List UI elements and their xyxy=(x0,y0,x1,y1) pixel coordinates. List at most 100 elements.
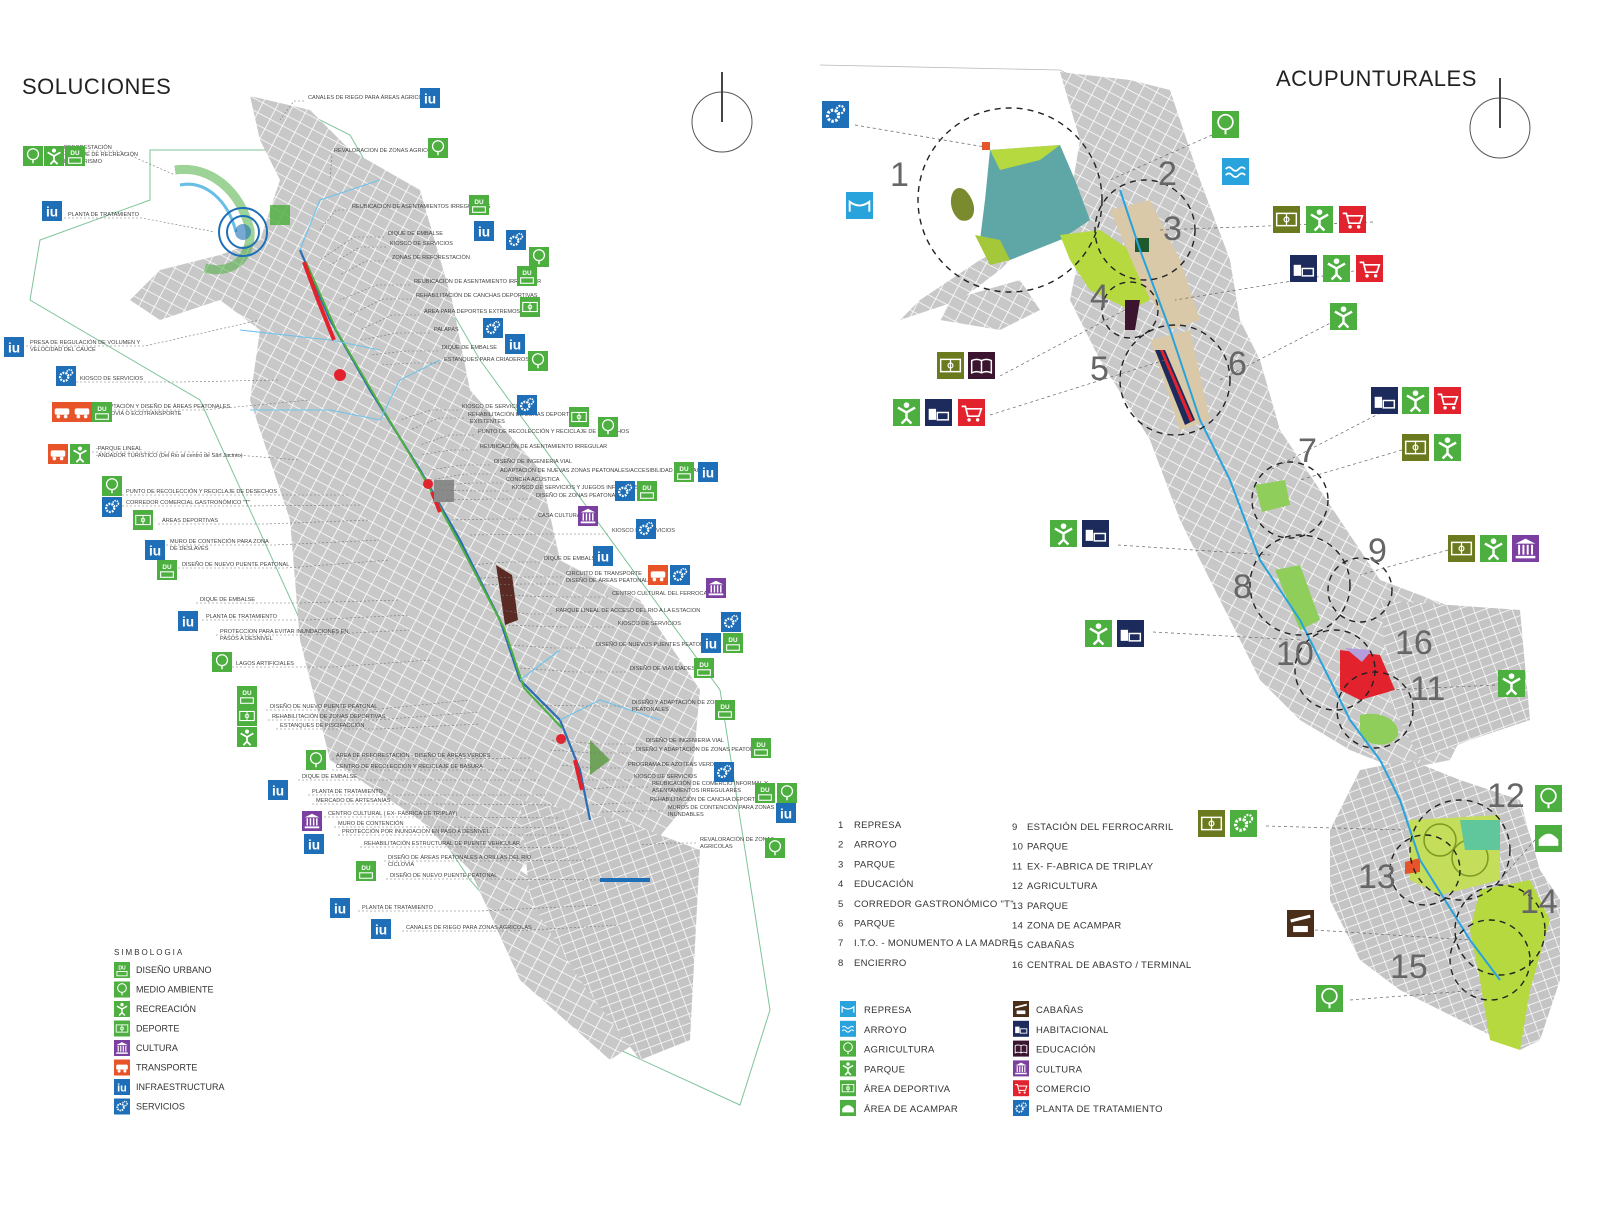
svg-text:iu: iu xyxy=(334,901,346,916)
left-field-icon-11 xyxy=(520,297,540,317)
svg-text:iu: iu xyxy=(375,922,387,937)
left-iu-icon-56: iu xyxy=(776,803,796,823)
right-legend-label-r-0: CABAÑAS xyxy=(1036,1005,1084,1016)
right-culture-parcel xyxy=(1345,648,1372,662)
list-number-15: 15 xyxy=(1012,940,1023,951)
left-annotation-46: PARQUE LINEAL DE ACCESO DEL RIO A LA EST… xyxy=(556,608,700,614)
left-du-icon-3: DU xyxy=(65,146,85,166)
left-gear-icon-8 xyxy=(506,230,526,250)
svg-text:DU: DU xyxy=(728,637,738,644)
left-iu-icon-13: iu xyxy=(505,334,525,354)
right-cart-icon-15 xyxy=(958,399,985,426)
right-legend-label-r-1: HABITACIONAL xyxy=(1036,1025,1109,1036)
list-label-6: PARQUE xyxy=(854,919,895,930)
left-annotation-83: CANALES DE RIEGO PARA ZONAS AGRICOLAS xyxy=(406,925,532,931)
left-annotation-42: CIRCUITO DE TRANSPORTE xyxy=(566,571,642,577)
left-annotation-65: KIOSCO DE SERVICIOS xyxy=(634,774,697,780)
left-annotation-2: -BOSQUE DE RECREACIÓN xyxy=(64,151,138,158)
svg-text:iu: iu xyxy=(478,224,490,239)
svg-text:iu: iu xyxy=(182,614,194,629)
right-legend-icon-r-2 xyxy=(1013,1040,1029,1057)
left-annotation-57: DISEÑO Y ADAPTACIÓN DE ZONAS xyxy=(632,699,726,706)
right-zone-number-4: 4 xyxy=(1090,278,1109,316)
right-recreation-icon-20 xyxy=(1434,434,1461,461)
svg-text:DU: DU xyxy=(70,150,80,157)
left-annotation-67: ASENTAMIENTOS IRREGULARES xyxy=(652,788,741,794)
left-iu-icon-34: iu xyxy=(145,540,165,560)
left-gear-icon-30 xyxy=(102,497,122,517)
left-annotation-29: ADAPTACIÓN DE NUEVAS ZONAS PEATONALES/AC… xyxy=(500,467,707,474)
left-annotation-52: LAGOS ARTIFICIALES xyxy=(236,661,294,667)
left-annotation-30: CONCHA ACÚSTICA xyxy=(506,476,560,483)
left-annotation-31: KIOSCO DE SERVICIOS Y JUEGOS INFANTILES xyxy=(512,485,638,491)
left-iu-icon-55: iu xyxy=(268,780,288,800)
left-iu-icon-5: iu xyxy=(42,201,62,221)
left-du-icon-50: DU xyxy=(751,738,771,758)
right-recreation-icon-8 xyxy=(1323,255,1350,282)
left-culture-icon-39 xyxy=(706,578,726,598)
right-recreation-icon-17 xyxy=(1402,387,1429,414)
left-transport-icon-23 xyxy=(48,444,68,464)
left-du-icon-53: DU xyxy=(755,783,775,803)
left-du-icon-29: DU xyxy=(637,481,657,501)
left-legend-label-6: INFRAESTRUCTURA xyxy=(136,1082,225,1092)
left-red-point-3 xyxy=(556,734,566,744)
right-panel-title: ACUPUNTURALES xyxy=(1276,66,1477,91)
right-housing-icon-7 xyxy=(1290,255,1317,282)
left-culture-icon-32 xyxy=(578,506,598,526)
left-iu-icon-35: iu xyxy=(593,546,613,566)
right-zone-number-10: 10 xyxy=(1276,635,1314,673)
right-urban-west-spur xyxy=(940,280,1040,330)
left-annotation-62: CENTRO DE RECOLECCIÓN Y RECICLAJE DE BAS… xyxy=(336,763,483,770)
right-recreation-icon-24 xyxy=(1480,535,1507,562)
right-zone-11-park xyxy=(1360,713,1399,745)
svg-text:iu: iu xyxy=(149,543,161,558)
right-legend-label-l-3: PARQUE xyxy=(864,1064,905,1075)
left-legend-icon-1 xyxy=(114,981,130,998)
left-annotation-41: DIQUE DE EMBALSE xyxy=(544,556,599,562)
left-tree-icon-15 xyxy=(528,351,548,371)
right-field-olive-icon-31 xyxy=(1198,810,1225,837)
left-annotation-66: REUBICACIÓN DE COMERCIO INFORMAL Y xyxy=(652,780,768,787)
left-annotation-40: DISEÑO DE NUEVO PUENTE PEATONAL xyxy=(182,561,289,568)
left-transport-icon-17 xyxy=(52,402,72,422)
list-label-11: EX- F-ABRICA DE TRIPLAY xyxy=(1027,861,1154,872)
left-legend-label-0: DISEÑO URBANO xyxy=(136,965,212,975)
left-legend-label-1: MEDIO AMBIENTE xyxy=(136,985,214,995)
right-housing-icon-27 xyxy=(1117,620,1144,647)
left-red-segment-north xyxy=(302,261,336,341)
left-iu-icon-62: iu xyxy=(371,919,391,939)
list-number-1: 1 xyxy=(838,820,844,831)
left-tree-icon-22 xyxy=(598,417,618,437)
svg-text:iu: iu xyxy=(705,636,717,651)
svg-text:DU: DU xyxy=(522,270,532,277)
list-label-16: CENTRAL DE ABASTO / TERMINAL xyxy=(1027,960,1192,971)
right-zone-8-parcel xyxy=(1275,565,1320,630)
right-icon-markers xyxy=(822,101,1562,1012)
svg-text:iu: iu xyxy=(780,806,792,821)
left-annotation-61: ÁREA DE REFORESTACIÓN - DISEÑO DE ÁREAS … xyxy=(336,752,491,759)
left-tributaries xyxy=(239,179,661,721)
list-label-13: PARQUE xyxy=(1027,901,1068,912)
left-leader-lines xyxy=(26,100,696,932)
right-gear-icon-0 xyxy=(822,101,849,128)
left-tree-icon-27 xyxy=(102,476,122,496)
right-field-olive-icon-11 xyxy=(937,352,964,379)
left-annotation-64: DIQUE DE EMBALSE xyxy=(302,774,357,780)
right-orange-parcel xyxy=(1405,858,1420,874)
right-tree-icon-29 xyxy=(1535,785,1562,812)
left-panel-title: SOLUCIONES xyxy=(22,74,172,99)
right-recreation-icon-21 xyxy=(1050,520,1077,547)
right-field-olive-icon-23 xyxy=(1448,535,1475,562)
left-annotation-6: PLANTA DE TRATAMIENTO xyxy=(68,212,140,218)
left-du-icon-10: DU xyxy=(517,266,537,286)
right-zone-number-8: 8 xyxy=(1233,568,1252,606)
left-tree-icon-9 xyxy=(529,247,549,267)
left-field-icon-21 xyxy=(569,407,589,427)
left-annotation-13: PALAPAS xyxy=(434,327,459,333)
list-label-4: EDUCACIÓN xyxy=(854,879,914,890)
right-cart-icon-6 xyxy=(1339,206,1366,233)
left-annotation-47: PLANTA DE TRATAMIENTO xyxy=(206,614,278,620)
left-legend-icon-7 xyxy=(114,1098,130,1115)
